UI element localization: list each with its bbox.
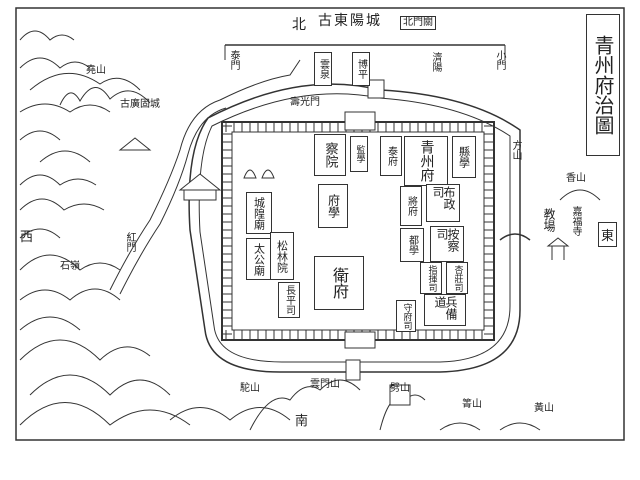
building-songlinyuan: 松林院: [270, 232, 294, 280]
top-label-1: 泰門: [228, 50, 239, 70]
top-label-3: 濟陽: [430, 52, 441, 72]
direction-west: 西: [20, 230, 34, 245]
building-chayuan: 察院: [314, 134, 346, 176]
qingshan-label: 箐山: [462, 399, 482, 410]
building-jianxue: 監學: [350, 136, 368, 172]
crenellations: [222, 122, 494, 340]
mountain-range-south: [249, 379, 541, 431]
huangshan-label: 黃山: [534, 403, 554, 414]
building-buzhengsi: 布政司: [426, 184, 460, 222]
top-label-4: 小門: [494, 50, 505, 70]
temple-west: [178, 173, 222, 201]
temple-northwest: [118, 137, 152, 151]
building-zhuyangsi: 杏莊司: [446, 262, 468, 294]
mountain-range-west: [19, 30, 291, 426]
building-taimiao: 泰府: [380, 136, 402, 176]
direction-east: 東: [598, 222, 618, 247]
tower-south: [389, 384, 411, 406]
top-gate-tag: 北門關: [400, 16, 436, 30]
moat-outer: [188, 83, 521, 373]
direction-north: 北: [292, 17, 306, 33]
top-banner-label: 古東陽城: [318, 13, 382, 29]
arch-2: [261, 169, 275, 179]
east-bridge: [499, 233, 531, 241]
building-qingzhoufu: 青州府: [404, 136, 448, 186]
arch-1: [243, 169, 257, 179]
mountain-range-east: [559, 189, 601, 201]
building-bingbeidao: 兵備道: [424, 294, 466, 326]
tuoshan-label: 駝山: [240, 383, 260, 394]
building-xianxue: 縣學: [452, 136, 476, 178]
building-taigongmiao: 太公廟: [246, 238, 272, 280]
jiaochang-label: 教場: [542, 208, 556, 232]
south-marker-box: [345, 359, 361, 381]
building-changpingsi: 長平司: [278, 282, 300, 318]
pagoda: [367, 79, 385, 99]
top-box-1: 雲泉: [314, 52, 332, 86]
building-zhihuisi: 指揮司: [420, 262, 442, 294]
jiaochang-pavilion: [546, 237, 570, 260]
building-taoxue: 都學: [400, 228, 424, 262]
river-northwest-2: [119, 107, 227, 295]
south-gate-tower: [344, 331, 376, 349]
yunmen-label: 雲門山: [310, 379, 340, 390]
shao-shan-label: 劈山: [390, 383, 410, 394]
moat-inner: [198, 93, 511, 363]
jiafu-temple-label: 嘉福寺: [570, 206, 581, 236]
city-wall-inner: [231, 131, 485, 331]
stone-ridge-label: 石嶺: [60, 261, 80, 272]
xiangshan-label: 香山: [566, 173, 586, 184]
north-temple-label: 壽光門: [290, 97, 320, 108]
top-box-2: 博平: [352, 52, 370, 86]
building-chenghuangmiao: 城隍廟: [246, 192, 272, 234]
building-fuxue: 府學: [318, 184, 348, 228]
map-title: 青州府治圖: [586, 14, 620, 156]
river-northwest: [109, 59, 301, 291]
map-frame: [15, 7, 625, 441]
ancient-city-label: 古廣固城: [120, 99, 160, 110]
building-anchasi: 按察司: [430, 226, 464, 262]
fangshan-label: 方山: [510, 140, 521, 160]
building-weifu: 衛府: [314, 256, 364, 310]
yao-mountain-label: 堯山: [86, 65, 106, 76]
north-gate-tower: [344, 111, 376, 131]
direction-south: 南: [295, 414, 309, 429]
building-shoufangsi: 守府司: [396, 300, 416, 332]
hongmen-label: 紅門: [124, 232, 135, 252]
building-jiangfu: 將府: [400, 186, 422, 226]
